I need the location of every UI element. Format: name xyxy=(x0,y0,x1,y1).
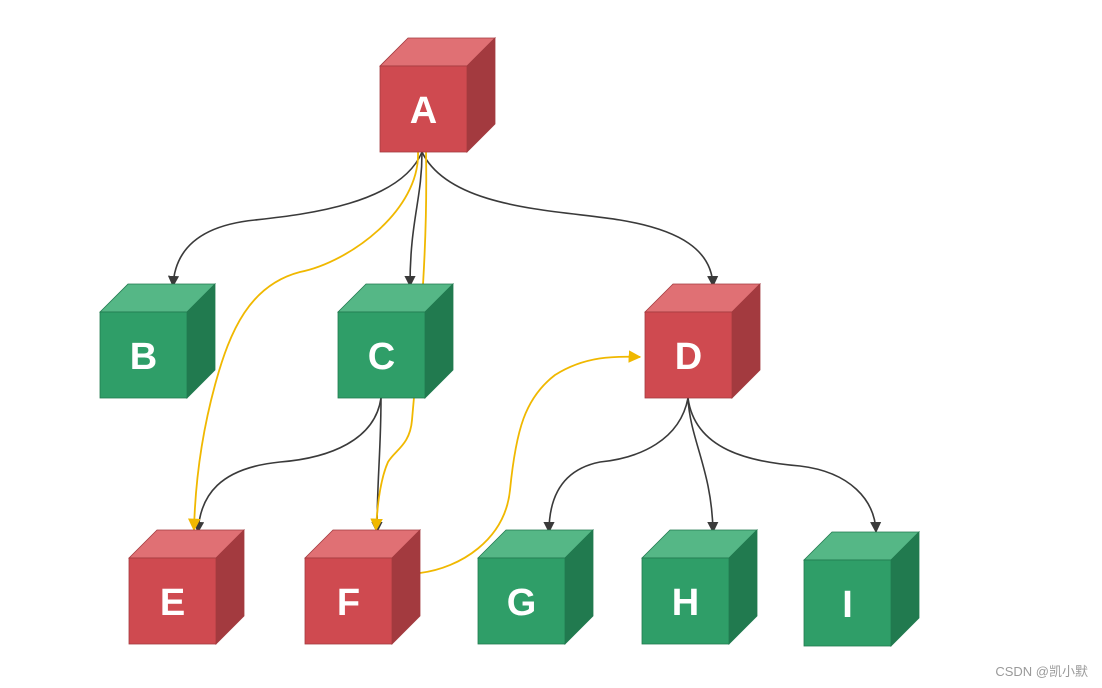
node-label: G xyxy=(507,582,537,624)
node-a: A xyxy=(379,37,496,153)
traversal-edge-a-to-f xyxy=(370,151,428,532)
node-d: D xyxy=(644,283,761,399)
node-g: G xyxy=(477,529,594,645)
cube-front-face xyxy=(379,65,468,153)
edge-a-to-b xyxy=(167,151,423,288)
cube-front-face xyxy=(803,559,892,647)
node-label: D xyxy=(675,336,702,378)
edge-d-to-g xyxy=(543,397,689,534)
node-label: I xyxy=(842,584,853,626)
cube-front-face xyxy=(641,557,730,645)
cube-front-face xyxy=(337,311,426,399)
cube-front-face xyxy=(304,557,393,645)
cube-front-face xyxy=(644,311,733,399)
traversal-edge-f-to-d xyxy=(419,350,642,574)
cube-front-face xyxy=(128,557,217,645)
node-e: E xyxy=(128,529,245,645)
node-label: B xyxy=(130,336,157,378)
tree-edges xyxy=(167,151,882,534)
edge-d-to-h xyxy=(687,397,719,534)
edge-c-to-e xyxy=(192,397,382,534)
node-c: C xyxy=(337,283,454,399)
edge-a-to-c xyxy=(404,151,423,288)
node-label: C xyxy=(368,336,395,378)
watermark: CSDN @凯小默 xyxy=(995,664,1088,679)
node-i: I xyxy=(803,531,920,647)
cube-front-face xyxy=(99,311,188,399)
traversal-edges xyxy=(187,151,642,574)
cube-front-face xyxy=(477,557,566,645)
node-label: F xyxy=(337,582,360,624)
node-label: E xyxy=(160,582,185,624)
node-h: H xyxy=(641,529,758,645)
edge-a-to-d xyxy=(421,151,719,288)
node-label: H xyxy=(672,582,699,624)
node-label: A xyxy=(410,90,437,132)
nodes: A B C D E F G H I xyxy=(99,37,920,647)
edge-d-to-i xyxy=(687,397,882,534)
traversal-edge-a-to-e xyxy=(187,151,419,532)
node-b: B xyxy=(99,283,216,399)
node-f: F xyxy=(304,529,421,645)
